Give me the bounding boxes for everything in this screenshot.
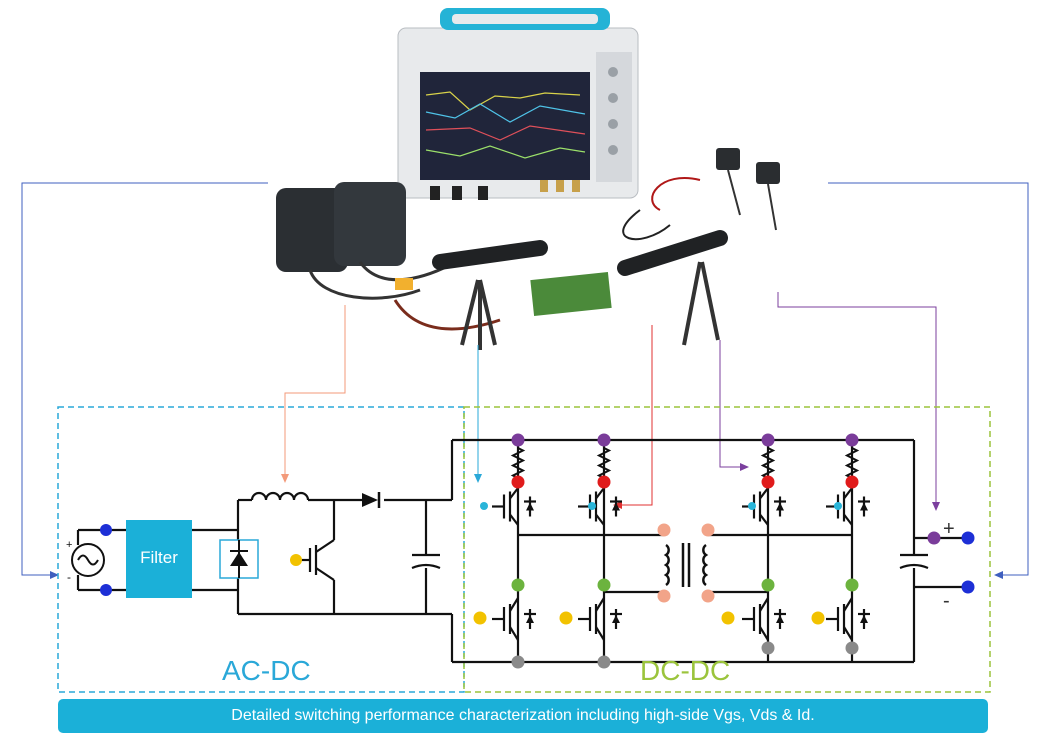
probe-node-cyan xyxy=(834,502,842,510)
probe-node-purple xyxy=(597,433,611,447)
probe-node-red xyxy=(845,475,859,489)
probe-node-green xyxy=(511,578,525,592)
mosfet-group xyxy=(492,447,870,641)
probe-node-blue xyxy=(961,580,975,594)
probe-node-yellow xyxy=(559,611,573,625)
probe-node-salmon xyxy=(701,523,715,537)
probe-node-purple xyxy=(845,433,859,447)
mosfet-icon xyxy=(492,487,536,526)
probe-nodes xyxy=(473,433,975,669)
probe-node-purple xyxy=(511,433,525,447)
resistor-icon xyxy=(844,447,860,479)
output-plus-label: + xyxy=(943,518,955,540)
probe-node-green xyxy=(761,578,775,592)
mosfet-icon xyxy=(742,487,786,526)
probe-node-gray xyxy=(845,641,859,655)
ac-dc-label: AC-DC xyxy=(222,655,311,686)
mosfet-icon xyxy=(742,597,786,641)
probe-node-red xyxy=(511,475,525,489)
current-probe xyxy=(432,148,780,350)
bridge-rectifier xyxy=(219,539,259,579)
probe-node-yellow xyxy=(721,611,735,625)
mosfet-icon xyxy=(826,487,870,526)
oscilloscope-image xyxy=(397,8,639,200)
mosfet-icon xyxy=(826,597,870,641)
probe-node-yellow xyxy=(811,611,825,625)
svg-text:+: + xyxy=(66,539,72,551)
probe-node-red xyxy=(761,475,775,489)
probe-node-green xyxy=(597,578,611,592)
probe-node-gray xyxy=(761,641,775,655)
filter-block xyxy=(126,520,192,598)
probe-node-red xyxy=(597,475,611,489)
probe-node-purple xyxy=(927,531,941,545)
probe-node-cyan xyxy=(748,502,756,510)
probe-node-green xyxy=(845,578,859,592)
probe-node-salmon xyxy=(657,523,671,537)
probe-node-cyan xyxy=(588,502,596,510)
caption-banner: Detailed switching performance character… xyxy=(58,699,988,733)
diode-icon xyxy=(362,492,381,508)
resistor-icon xyxy=(596,447,612,479)
svg-text:-: - xyxy=(67,570,71,584)
dc-dc-label: DC-DC xyxy=(640,655,731,686)
probe-node-gray xyxy=(597,655,611,669)
transformer-icon xyxy=(663,543,709,587)
probe-node-blue xyxy=(961,531,975,545)
resistor-icon xyxy=(760,447,776,479)
probe-node-yellow xyxy=(473,611,487,625)
filter-label: Filter xyxy=(140,548,178,567)
probe-node-purple xyxy=(761,433,775,447)
probe-node-gray xyxy=(511,655,525,669)
mosfet-icon xyxy=(578,597,622,641)
probe-node-salmon xyxy=(657,589,671,603)
probe-node-cyan xyxy=(480,502,488,510)
resistor-icon xyxy=(510,447,526,479)
probe-node-salmon xyxy=(701,589,715,603)
mosfet-icon xyxy=(492,597,536,641)
output-minus-label: - xyxy=(943,590,950,612)
ac-source-icon: + - xyxy=(66,532,105,588)
mosfet-icon xyxy=(578,487,622,526)
